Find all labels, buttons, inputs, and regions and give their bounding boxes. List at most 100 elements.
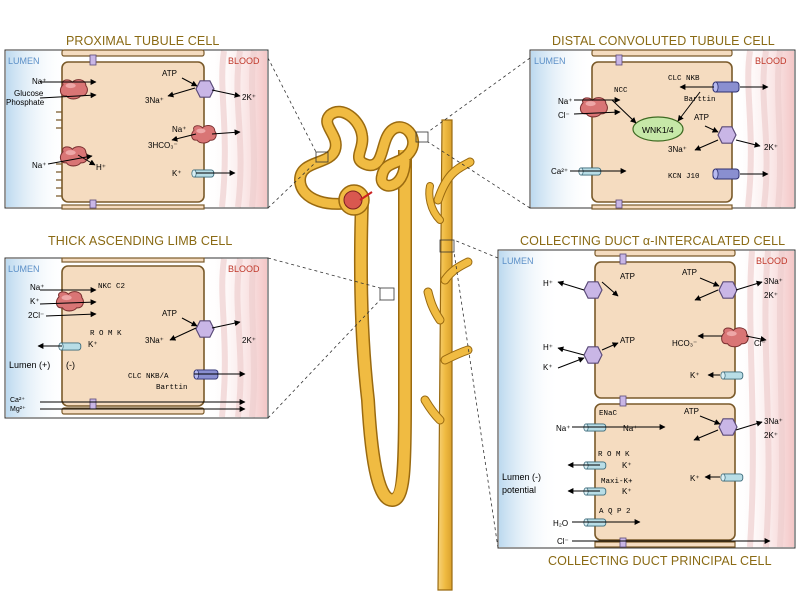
cd-2k-label: 2K⁺ bbox=[764, 291, 778, 300]
wnk-kinase-icon bbox=[632, 116, 684, 142]
nephron-illustration bbox=[267, 57, 531, 591]
thick-ascending-limb-title: THICK ASCENDING LIMB CELL bbox=[48, 234, 233, 248]
pc-potential-label: potential bbox=[502, 485, 536, 495]
ae1-exchanger-icon bbox=[721, 327, 749, 348]
dct-na-k-atpase-icon bbox=[717, 126, 737, 144]
pc-na2-label: Na⁺ bbox=[623, 424, 637, 433]
cd-blood-label: BLOOD bbox=[756, 256, 788, 266]
dct-2k-label: 2K⁺ bbox=[764, 143, 778, 152]
tal-2k-label: 2K⁺ bbox=[242, 336, 256, 345]
nhe-exchanger-icon bbox=[59, 146, 88, 167]
proximal-3na-label: 3Na⁺ bbox=[145, 96, 164, 105]
pc-k4-label: K⁺ bbox=[690, 474, 700, 483]
pc-maxik-label: Maxi-K+ bbox=[601, 478, 633, 486]
pc-3na-label: 3Na⁺ bbox=[764, 417, 783, 426]
ci-k-channel-icon bbox=[720, 371, 744, 380]
pc-maxik-k-label: K⁺ bbox=[622, 487, 632, 496]
tal-blood-label: BLOOD bbox=[228, 264, 260, 274]
pc-cl-label: Cl⁻ bbox=[557, 537, 569, 546]
collecting-duct-panel: LUMEN BLOOD H⁺ ATP ATP 3Na⁺ 2K⁺ HCO₃⁻ Cl… bbox=[497, 249, 796, 549]
cd-h2-label: H⁺ bbox=[543, 343, 553, 352]
pc-aqp2-label: A Q P 2 bbox=[599, 508, 631, 516]
dct-barttin-label: Barttin bbox=[684, 96, 716, 104]
pc-lumen-potential-label: Lumen (-) bbox=[502, 472, 541, 482]
alpha-intercalated-title: COLLECTING DUCT α-INTERCALATED CELL bbox=[520, 234, 786, 248]
nkcc2-cotransporter-icon bbox=[55, 291, 84, 312]
h-atpase-icon bbox=[583, 281, 603, 299]
tal-lumen-potential-label: Lumen (+) bbox=[9, 360, 50, 370]
tal-barttin-label: Barttin bbox=[156, 384, 188, 392]
pc-k-channel-icon bbox=[720, 473, 744, 482]
proximal-phosphate-label: Phosphate bbox=[6, 98, 45, 107]
tal-na-k-atpase-icon bbox=[195, 320, 215, 338]
proximal-na-cotr-label: Na⁺ bbox=[172, 125, 186, 134]
pc-romk-label: R O M K bbox=[598, 451, 630, 459]
cd-3na-label: 3Na⁺ bbox=[764, 277, 783, 286]
proximal-2k-label: 2K⁺ bbox=[242, 93, 256, 102]
dct-clcnkb-label: CLC NKB bbox=[668, 75, 700, 83]
proximal-glucose-label: Glucose bbox=[14, 89, 44, 98]
dct-na-label: Na⁺ bbox=[558, 97, 572, 106]
dct-ca-label: Ca²⁺ bbox=[551, 167, 568, 176]
tal-atp-label: ATP bbox=[162, 309, 177, 318]
proximal-h-label: H⁺ bbox=[96, 163, 106, 172]
cd-atp3-label: ATP bbox=[620, 336, 635, 345]
proximal-lumen-label: LUMEN bbox=[8, 56, 40, 66]
romk-channel-icon bbox=[58, 342, 82, 351]
tal-2cl-label: 2Cl⁻ bbox=[28, 311, 44, 320]
cd-atp2-label: ATP bbox=[682, 268, 697, 277]
dct-wnk-label: WNK1/4 bbox=[642, 125, 674, 135]
principal-cell-title: COLLECTING DUCT PRINCIPAL CELL bbox=[548, 554, 772, 568]
cd-k3-label: K⁺ bbox=[690, 371, 700, 380]
dct-lumen-label: LUMEN bbox=[534, 56, 566, 66]
kcnj10-channel-icon bbox=[712, 168, 740, 180]
proximal-tubule-title: PROXIMAL TUBULE CELL bbox=[66, 34, 220, 48]
dct-cl-label: Cl⁻ bbox=[558, 111, 570, 120]
tal-na-label: Na⁺ bbox=[30, 283, 44, 292]
cd-h-label: H⁺ bbox=[543, 279, 553, 288]
tal-romk-k-label: K⁺ bbox=[88, 340, 98, 349]
dct-3na-label: 3Na⁺ bbox=[668, 145, 687, 154]
dct-kcnj10-label: KCN J10 bbox=[668, 173, 700, 181]
h-k-atpase-icon bbox=[583, 346, 603, 364]
proximal-tubule-panel: LUMEN BLOOD Na⁺ Glucose Phosphate Na⁺ H⁺… bbox=[4, 49, 269, 210]
pc-2k-label: 2K⁺ bbox=[764, 431, 778, 440]
dct-clcnkb-channel-icon bbox=[712, 81, 740, 93]
cd-k1-label: K⁺ bbox=[543, 363, 553, 372]
tal-lumen-label: LUMEN bbox=[8, 264, 40, 274]
pc-na1-label: Na⁺ bbox=[556, 424, 570, 433]
proximal-na-label: Na⁺ bbox=[32, 77, 46, 86]
cd-cl-label: Cl⁻ bbox=[754, 339, 766, 348]
cd-atp1-label: ATP bbox=[620, 272, 635, 281]
pc-na-k-atpase-icon bbox=[718, 418, 738, 436]
tal-clcnkb-label: CLC NKB/A bbox=[128, 373, 169, 381]
pc-romk-k-label: K⁺ bbox=[622, 461, 632, 470]
ncc-cotransporter-icon bbox=[579, 97, 608, 118]
cd-hco3-label: HCO₃⁻ bbox=[672, 339, 697, 348]
pc-h2o-label: H₂O bbox=[553, 519, 568, 528]
proximal-hco3-label: 3HCO₃⁻ bbox=[148, 141, 178, 150]
na-k-atpase-icon bbox=[195, 80, 215, 98]
pc-enac-label: ENaC bbox=[599, 410, 618, 418]
dct-ncc-label: NCC bbox=[614, 87, 628, 95]
distal-tubule-title: DISTAL CONVOLUTED TUBULE CELL bbox=[552, 34, 775, 48]
proximal-blood-label: BLOOD bbox=[228, 56, 260, 66]
tal-mg-label: Mg²⁺ bbox=[10, 406, 26, 413]
ci-na-k-atpase-icon bbox=[718, 281, 738, 299]
tal-ca-label: Ca²⁺ bbox=[10, 397, 25, 404]
tal-romk-label: R O M K bbox=[90, 330, 122, 338]
proximal-k-label: K⁺ bbox=[172, 169, 182, 178]
proximal-na2-label: Na⁺ bbox=[32, 161, 46, 170]
pc-atp-label: ATP bbox=[684, 407, 699, 416]
tal-k-label: K⁺ bbox=[30, 297, 40, 306]
tal-nkcc2-label: NKC C2 bbox=[98, 283, 125, 291]
dct-blood-label: BLOOD bbox=[755, 56, 787, 66]
distal-tubule-panel: LUMEN BLOOD NCC Na⁺ Cl⁻ CLC NKB Barttin … bbox=[529, 49, 796, 210]
cd-lumen-label: LUMEN bbox=[502, 256, 534, 266]
tal-3na-label: 3Na⁺ bbox=[145, 336, 164, 345]
dct-atp-label: ATP bbox=[694, 113, 709, 122]
thick-ascending-limb-panel: LUMEN BLOOD Na⁺ K⁺ 2Cl⁻ NKC C2 R O M K K… bbox=[4, 257, 269, 419]
proximal-atp-label: ATP bbox=[162, 69, 177, 78]
tal-minus-label: (-) bbox=[66, 360, 75, 370]
